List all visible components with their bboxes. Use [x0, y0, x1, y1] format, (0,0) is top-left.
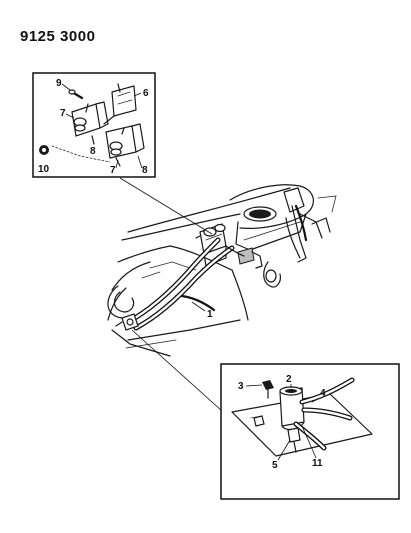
inset-canister-detail: 2 3 4 5 11: [220, 363, 400, 500]
callout-8a: 8: [90, 146, 96, 157]
callout-5: 5: [272, 460, 278, 471]
vehicle-underbody: [107, 184, 337, 357]
inset-solenoid-detail: 9 6 7 8 10 7 8: [32, 72, 156, 178]
callout-11: 11: [312, 458, 323, 469]
callout-6: 6: [143, 88, 149, 99]
callout-4: 4: [320, 388, 326, 399]
vapor-hose-assembly: [125, 237, 245, 331]
callout-7b: 7: [110, 165, 116, 176]
callout-7a: 7: [60, 108, 66, 119]
callout-3: 3: [238, 381, 244, 392]
callout-1: 1: [207, 309, 213, 320]
leader-top-inset: [119, 177, 213, 235]
leader-bottom-inset: [131, 329, 233, 421]
diagram-code: 9125 3000: [20, 28, 96, 45]
callout-9: 9: [56, 78, 62, 89]
hose-connector: [115, 313, 139, 331]
callout-10: 10: [38, 164, 50, 175]
callout-2: 2: [286, 374, 292, 385]
canister-assembly-main: [195, 223, 263, 269]
callout-8b: 8: [142, 165, 148, 176]
